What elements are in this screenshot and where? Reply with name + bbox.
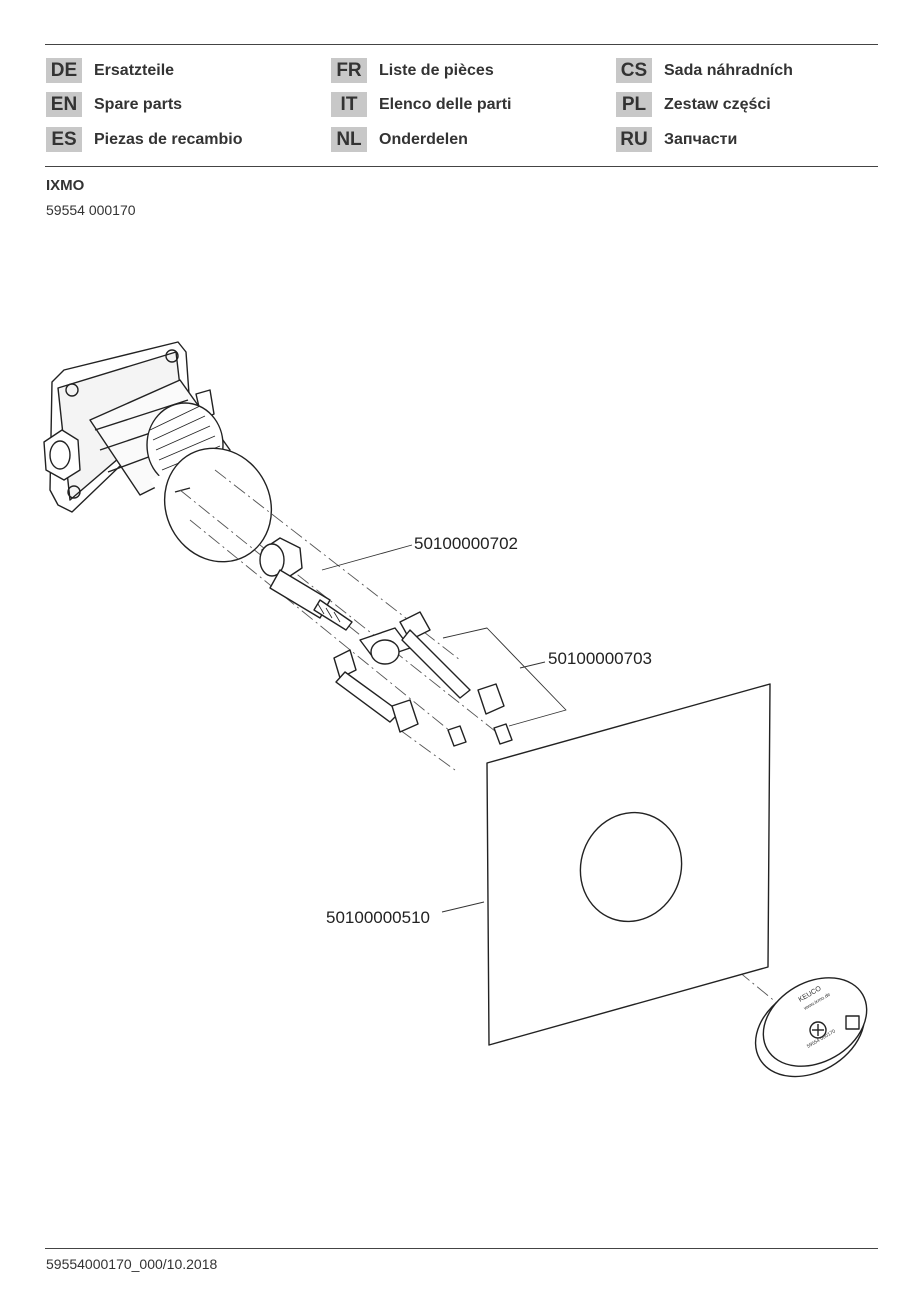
lang-cs: CS Sada náhradních	[616, 58, 793, 83]
product-name: IXMO	[46, 177, 85, 194]
lang-code-badge: NL	[331, 127, 367, 152]
lang-code-badge: EN	[46, 92, 82, 117]
connector-set	[333, 611, 513, 747]
callout-bracket	[442, 627, 567, 727]
side-connection-nut	[43, 389, 215, 481]
header-bottom-rule	[45, 166, 878, 167]
lang-fr: FR Liste de pièces	[331, 58, 494, 83]
part-number-cartridge: 50100000702	[414, 534, 518, 553]
lang-code-badge: CS	[616, 58, 652, 83]
top-rule	[45, 44, 878, 45]
lang-code-badge: DE	[46, 58, 82, 83]
lang-de: DE Ersatzteile	[46, 58, 174, 83]
lang-en: EN Spare parts	[46, 92, 182, 117]
lang-it: IT Elenco delle parti	[331, 92, 511, 117]
lang-code-badge: PL	[616, 92, 652, 117]
cylinder-tube	[150, 447, 273, 563]
thermostat-cartridge	[259, 537, 353, 631]
part-number-connector-set: 50100000703	[548, 649, 652, 668]
wall-plate	[486, 683, 771, 1046]
lang-nl: NL Onderdelen	[331, 127, 468, 152]
part-number-wall-plate: 50100000510	[326, 908, 430, 927]
lang-label: Ersatzteile	[94, 61, 175, 79]
lang-label: Sada náhradních	[664, 61, 793, 79]
exploded-view-drawing: 50100000702 50100000703 50100000510 KEUC…	[43, 341, 868, 1078]
lang-label: Запчасти	[664, 130, 738, 148]
footer-doc-id: 59554000170_000/10.2018	[46, 1256, 218, 1272]
lang-label: Liste de pièces	[379, 61, 494, 79]
lang-es: ES Piezas de recambio	[46, 127, 243, 152]
protective-cap	[754, 977, 868, 1078]
lang-label: Onderdelen	[379, 130, 468, 148]
lang-ru: RU Запчасти	[616, 127, 737, 152]
lang-pl: PL Zestaw części	[616, 92, 771, 117]
lang-code-badge: ES	[46, 127, 82, 152]
lang-label: Piezas de recambio	[94, 130, 243, 148]
lang-label: Elenco delle parti	[379, 95, 512, 113]
lang-code-badge: FR	[331, 58, 367, 83]
article-number: 59554 000170	[46, 202, 136, 218]
lang-code-badge: IT	[331, 92, 367, 117]
lang-code-badge: RU	[616, 127, 652, 152]
lang-label: Spare parts	[94, 95, 183, 113]
leader-lines	[321, 544, 485, 913]
footer-rule	[45, 1248, 878, 1249]
lang-label: Zestaw części	[664, 95, 771, 113]
